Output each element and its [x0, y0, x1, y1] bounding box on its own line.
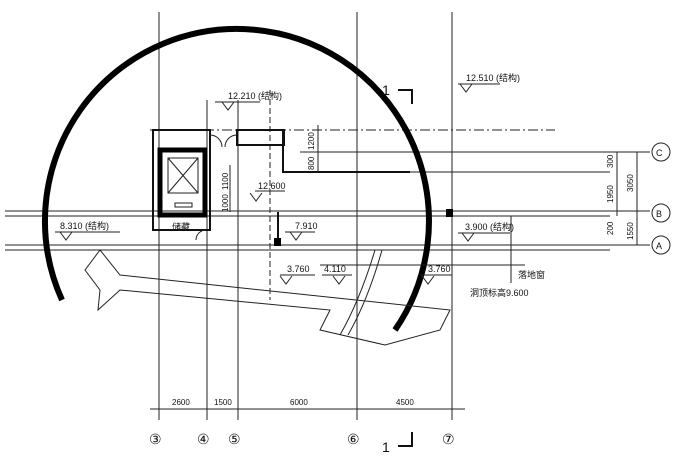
section-mark-bottom: 1 — [382, 439, 390, 455]
elevation-8310: 8.310 (结构) — [60, 220, 109, 231]
dim-200: 200 — [606, 221, 615, 235]
dim-1950: 1950 — [606, 185, 615, 203]
elevation-3900: 3.900 (结构) — [465, 221, 514, 232]
axis-C: C — [656, 148, 663, 158]
axis-A: A — [656, 241, 662, 251]
room-label-storage: 储藏 — [172, 221, 190, 232]
dim-800: 800 — [307, 156, 316, 170]
axis-bubbles-horizontal: C B A — [651, 142, 671, 255]
axis-3: ③ — [149, 431, 162, 447]
elevation-12510: 12.510 (结构) — [466, 72, 520, 83]
dim-1100: 1100 — [221, 172, 230, 190]
dim-1200: 1200 — [307, 132, 316, 150]
dim-300: 300 — [606, 154, 615, 168]
dim-3050: 3050 — [626, 174, 635, 192]
axis-B: B — [656, 209, 662, 219]
dim-4500: 4500 — [396, 398, 414, 407]
dim-1500: 1500 — [214, 398, 232, 407]
axis-6: ⑥ — [347, 431, 360, 447]
elevator-shaft — [157, 147, 208, 218]
sloped-roof-outline — [84, 249, 451, 346]
elevation-12600: 12.600 — [258, 181, 286, 191]
vertical-dimensions-right: 300 1950 3050 200 1550 — [606, 152, 638, 245]
axis-7: ⑦ — [442, 431, 455, 447]
elevation-7910: 7.910 — [295, 221, 318, 231]
vertical-dimensions-left: 1200 800 1100 1000 — [221, 125, 319, 212]
axis-5: ⑤ — [228, 431, 241, 447]
elevation-3760-left: 3.760 — [287, 264, 310, 274]
window-label: 落地窗 — [518, 269, 545, 280]
dim-2600: 2600 — [172, 398, 190, 407]
opening-top-label: 洞顶标高9.600 — [470, 287, 529, 298]
section-mark-top: 1 — [382, 82, 390, 98]
elevation-3760-right: 3.760 — [428, 264, 451, 274]
elevation-4110: 4.110 — [324, 264, 346, 274]
curved-wall — [41, 26, 432, 332]
dim-1550: 1550 — [626, 222, 635, 240]
axis-bubbles-vertical: ③ ④ ⑤ ⑥ ⑦ — [149, 431, 455, 447]
grid-lines — [5, 12, 650, 420]
rooms — [152, 129, 512, 283]
dim-6000: 6000 — [290, 398, 308, 407]
axis-4: ④ — [197, 431, 210, 447]
elevation-markers: 12.510 (结构) 12.210 (结构) 12.600 8.310 (结构… — [55, 72, 520, 285]
bottom-dimensions: 2600 1500 6000 4500 — [150, 398, 465, 410]
dim-1000: 1000 — [221, 194, 230, 212]
elevation-12210: 12.210 (结构) — [228, 90, 282, 101]
